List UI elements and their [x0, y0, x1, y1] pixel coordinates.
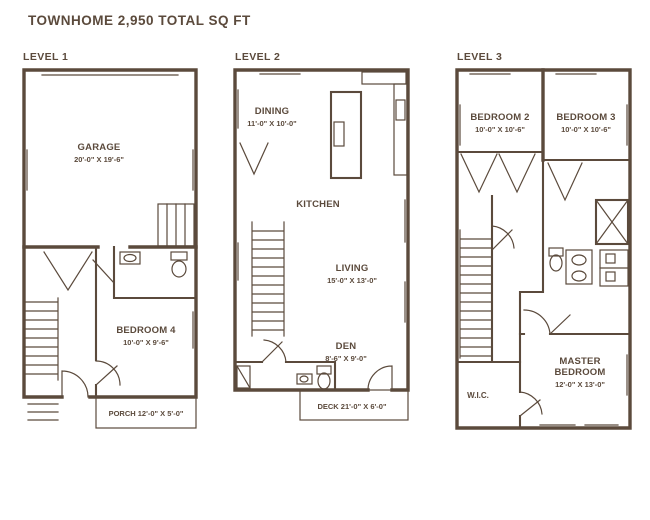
windows	[26, 149, 194, 349]
entry-door-swing	[61, 370, 89, 398]
toilet-tank	[170, 251, 188, 261]
bath-door-swing	[92, 259, 115, 284]
storage-outline	[236, 365, 251, 389]
island-outline	[329, 90, 363, 180]
kitchen-counter	[361, 71, 408, 176]
washer-dryer	[599, 249, 629, 287]
shower-x	[595, 199, 629, 245]
entry-steps	[27, 403, 59, 421]
toilet-bowl	[549, 254, 563, 272]
counter-top-run	[361, 71, 407, 85]
toilet-tank	[548, 247, 564, 257]
sink-bowl-1	[571, 254, 587, 266]
bedroom3-closet-bifolds	[547, 162, 583, 202]
toilet-fixture	[316, 365, 332, 390]
closet-bifold-doors	[43, 251, 93, 292]
dining-dims: 11'-0" X 10'-0"	[247, 119, 297, 128]
toilet-bowl	[171, 260, 187, 278]
dryer-door	[605, 271, 616, 282]
storage-diagonal	[236, 365, 251, 389]
deck-door-swing	[367, 365, 393, 391]
bedroom4-dims: 10'-0" X 9'-6"	[123, 338, 169, 347]
master-label-1: MASTER	[559, 356, 600, 367]
porch-outline	[95, 396, 197, 429]
den-dims: 8'-6" X 9'-0"	[325, 354, 367, 363]
island-sink	[333, 121, 345, 147]
washer-door	[605, 253, 616, 264]
bedroom-door-swing	[95, 360, 121, 386]
under-stair-storage	[236, 365, 251, 389]
bedroom2-dims: 10'-0" X 10'-6"	[475, 125, 525, 134]
exterior-walls	[22, 68, 198, 399]
wic-door-swing	[519, 391, 543, 417]
stairs-up	[25, 297, 59, 381]
master-dims: 12'-0" X 13'-0"	[555, 380, 605, 389]
living-dims: 15'-0" X 13'-0"	[327, 276, 377, 285]
level-1-label: LEVEL 1	[23, 51, 68, 63]
toilet-bowl	[317, 372, 331, 390]
kitchen-label: KITCHEN	[296, 199, 340, 210]
bedroom3-dims: 10'-0" X 10'-6"	[561, 125, 611, 134]
bedroom3-label: BEDROOM 3	[556, 112, 615, 123]
garage-dims: 20'-0" X 19'-6"	[74, 155, 124, 164]
shower-outline	[594, 198, 630, 246]
bedroom2-label: BEDROOM 2	[470, 112, 529, 123]
shower	[594, 198, 630, 246]
bedroom4-label: BEDROOM 4	[116, 325, 176, 336]
deck-outline	[299, 389, 409, 421]
bath-vanity	[119, 251, 141, 265]
level-3-label: LEVEL 3	[457, 51, 502, 63]
double-vanity	[565, 249, 593, 285]
sink-bowl-2	[571, 270, 587, 282]
bath-door-swing	[491, 225, 515, 251]
windows	[459, 73, 628, 426]
vanity-counter	[296, 373, 313, 385]
exterior-walls	[233, 68, 410, 392]
deck-label: DECK 21'-0" X 6'-0"	[317, 402, 386, 411]
plan-title: TOWNHOME 2,950 TOTAL SQ FT	[28, 13, 251, 28]
sink-bowl	[123, 253, 137, 263]
powder-door-swing	[261, 339, 287, 363]
windows	[237, 73, 406, 323]
kitchen-island	[329, 90, 363, 180]
kitchen-sink	[395, 99, 406, 121]
level-2-label: LEVEL 2	[235, 51, 280, 63]
wic-label: W.I.C.	[467, 391, 489, 400]
vanity-counter	[565, 249, 593, 285]
wic-walls	[455, 360, 522, 430]
master-door-swing	[523, 309, 571, 335]
vanity-counter	[119, 251, 141, 265]
toilet-tank	[316, 365, 332, 375]
garage-label: GARAGE	[78, 142, 121, 153]
storage-shelf-lines	[166, 203, 186, 247]
dining-label: DINING	[255, 106, 289, 117]
level-3-plan: LEVEL 3	[455, 51, 632, 430]
level-2-plan: LEVEL 2	[233, 51, 410, 421]
closet-bifold-doors	[239, 142, 269, 176]
counter-side-run	[393, 83, 408, 176]
stairs	[251, 221, 285, 337]
toilet-fixture	[548, 247, 564, 272]
garage-storage	[157, 203, 195, 247]
master-label-2: BEDROOM	[554, 367, 605, 378]
porch-label: PORCH 12'-0" X 5'-0"	[109, 409, 184, 418]
living-label: LIVING	[336, 263, 369, 274]
toilet-fixture	[170, 251, 188, 278]
sink-bowl	[299, 375, 309, 383]
stairs	[459, 229, 493, 359]
powder-vanity	[296, 373, 313, 385]
bath-walls	[112, 245, 198, 300]
bedroom2-closet-bifolds	[460, 153, 536, 194]
master-wall	[518, 332, 632, 364]
level-1-plan: LEVEL 1	[22, 51, 198, 429]
den-label: DEN	[336, 341, 357, 352]
powder-room-walls	[233, 360, 337, 392]
